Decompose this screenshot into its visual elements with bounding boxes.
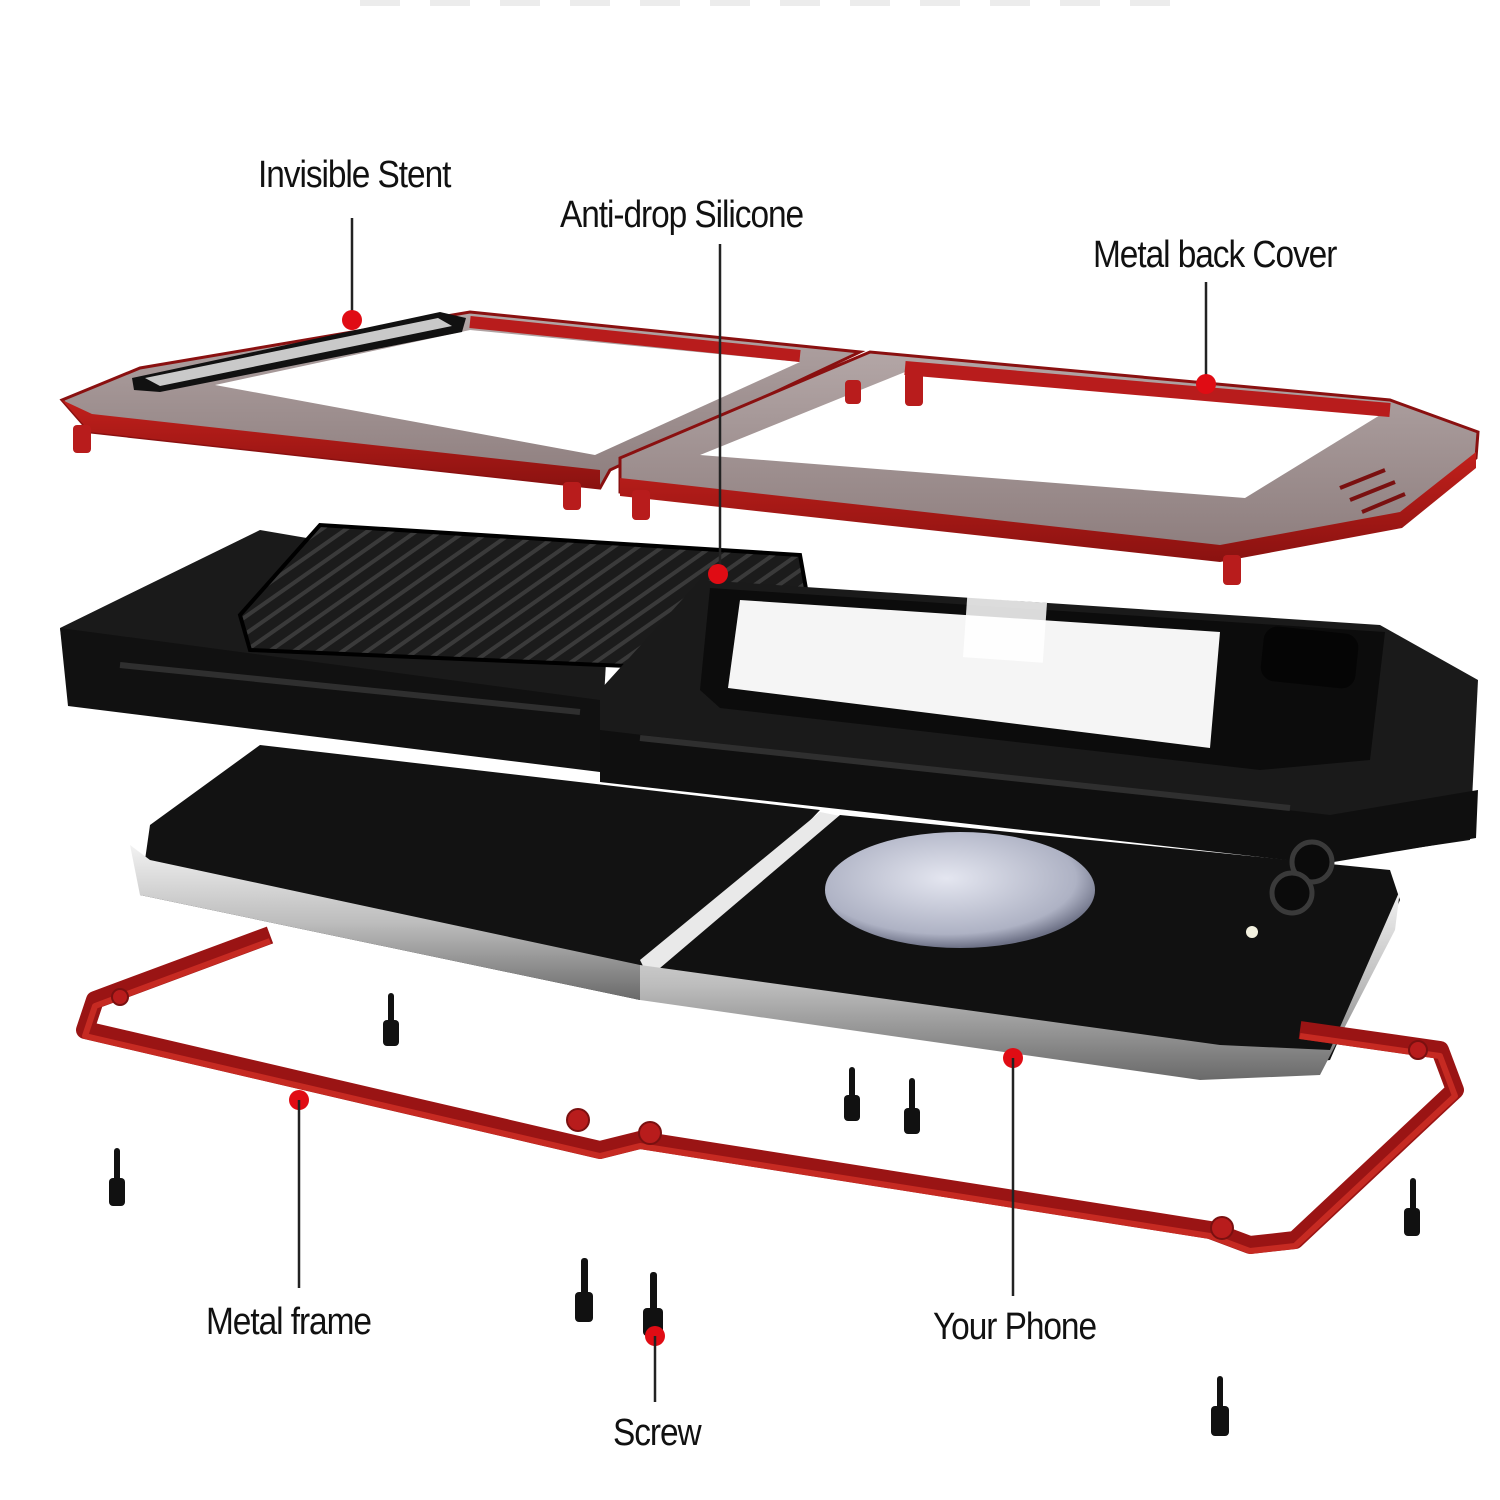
screw-icon xyxy=(383,993,399,1046)
anti-drop-silicone xyxy=(60,522,1478,864)
metal-back-cover xyxy=(59,310,1480,585)
callout-metal-back-cover xyxy=(1196,282,1216,394)
screw-icon xyxy=(109,1148,125,1206)
label-screw: Screw xyxy=(613,1412,702,1454)
callout-screw xyxy=(645,1326,665,1402)
invisible-stent xyxy=(132,312,466,392)
screw-icon xyxy=(1404,1178,1420,1236)
label-invisible-stent: Invisible Stent xyxy=(258,154,451,196)
cropped-header-text xyxy=(360,0,1180,6)
label-metal-frame: Metal frame xyxy=(206,1301,372,1343)
callout-your-phone xyxy=(1003,1048,1023,1296)
screw-icon xyxy=(1211,1376,1229,1436)
screw-icon xyxy=(575,1258,593,1322)
callout-anti-drop-silicone xyxy=(708,244,728,584)
label-metal-back-cover: Metal back Cover xyxy=(1093,234,1337,276)
callouts xyxy=(289,218,1216,1402)
your-phone xyxy=(130,745,1400,1080)
label-your-phone: Your Phone xyxy=(933,1306,1097,1348)
screw-icon xyxy=(844,1067,860,1121)
label-anti-drop-silicone: Anti-drop Silicone xyxy=(560,194,804,236)
callout-metal-frame xyxy=(289,1090,309,1288)
screw-icon xyxy=(904,1078,920,1134)
metal-frame xyxy=(76,926,1464,1254)
callout-invisible-stent xyxy=(342,218,362,330)
